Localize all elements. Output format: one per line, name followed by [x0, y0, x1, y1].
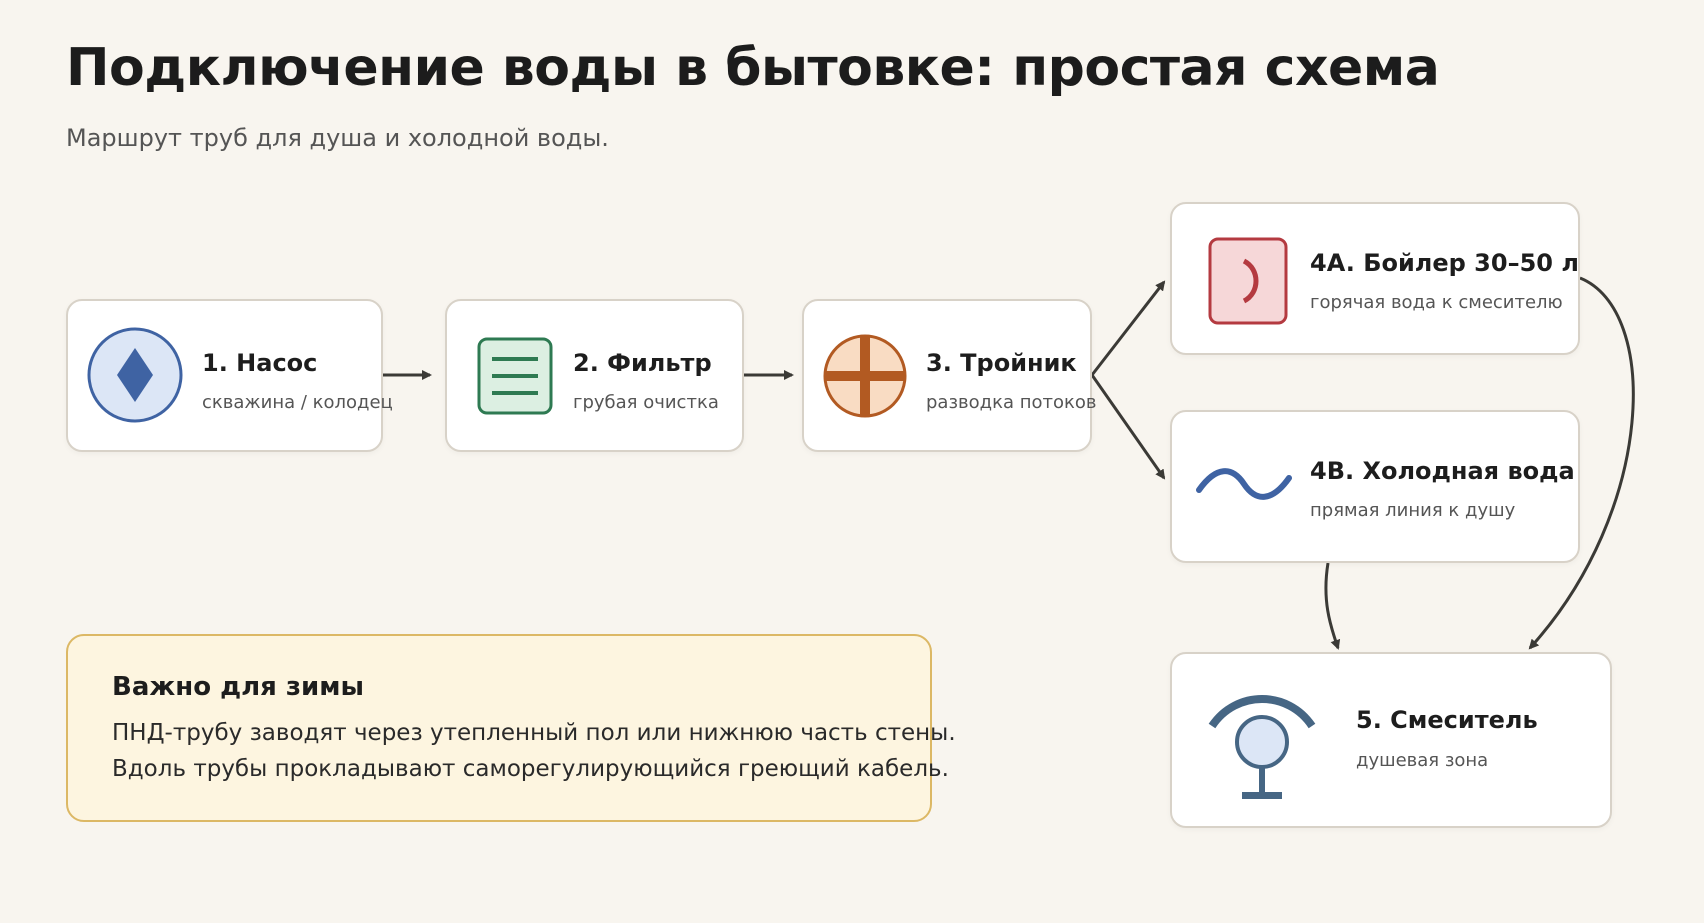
node-pump-subtitle: скважина / колодец	[202, 392, 393, 413]
node-tee-subtitle: разводка потоков	[926, 392, 1097, 413]
node-boiler[interactable]: 4A. Бойлер 30–50 л горячая вода к смесит…	[1170, 202, 1580, 355]
boiler-icon	[1208, 237, 1288, 325]
node-mixer[interactable]: 5. Смеситель душевая зона	[1170, 652, 1612, 828]
tee-cross-icon	[823, 334, 907, 418]
shower-head-icon	[1208, 695, 1316, 799]
node-mixer-title: 5. Смеситель	[1356, 706, 1538, 734]
node-filter-subtitle: грубая очистка	[573, 392, 719, 413]
node-pump-title: 1. Насос	[202, 349, 318, 377]
page-title: Подключение воды в бытовке: простая схем…	[66, 38, 1440, 98]
winter-note-title: Важно для зимы	[112, 672, 364, 702]
arrow-tee-to-boiler	[1090, 280, 1166, 376]
node-filter[interactable]: 2. Фильтр грубая очистка	[445, 299, 744, 452]
node-filter-title: 2. Фильтр	[573, 349, 712, 377]
node-cold-water-title: 4B. Холодная вода	[1310, 457, 1575, 485]
arrow-cold-to-mixer	[1324, 562, 1341, 650]
node-cold-water[interactable]: 4B. Холодная вода прямая линия к душу	[1170, 410, 1580, 563]
node-boiler-subtitle: горячая вода к смесителю	[1310, 292, 1563, 313]
node-tee[interactable]: 3. Тройник разводка потоков	[802, 299, 1097, 452]
page-subtitle: Маршрут труб для душа и холодной воды.	[66, 124, 609, 152]
filter-lines-icon	[477, 337, 553, 415]
node-cold-water-subtitle: прямая линия к душу	[1310, 500, 1516, 521]
node-boiler-title: 4A. Бойлер 30–50 л	[1310, 249, 1579, 277]
arrow-tee-to-cold	[1090, 374, 1166, 480]
winter-note: Важно для зимы ПНД-трубу заводят через у…	[66, 634, 956, 822]
arrow-boiler-to-mixer	[1528, 276, 1635, 650]
winter-note-line: ПНД-трубу заводят через утепленный пол и…	[112, 720, 956, 746]
wave-icon	[1196, 468, 1292, 500]
node-tee-title: 3. Тройник	[926, 349, 1077, 377]
node-mixer-subtitle: душевая зона	[1356, 750, 1489, 771]
winter-note-line: Вдоль трубы прокладывают саморегулирующи…	[112, 756, 949, 782]
node-pump[interactable]: 1. Насос скважина / колодец	[66, 299, 393, 452]
pump-diamond-icon	[87, 327, 183, 423]
